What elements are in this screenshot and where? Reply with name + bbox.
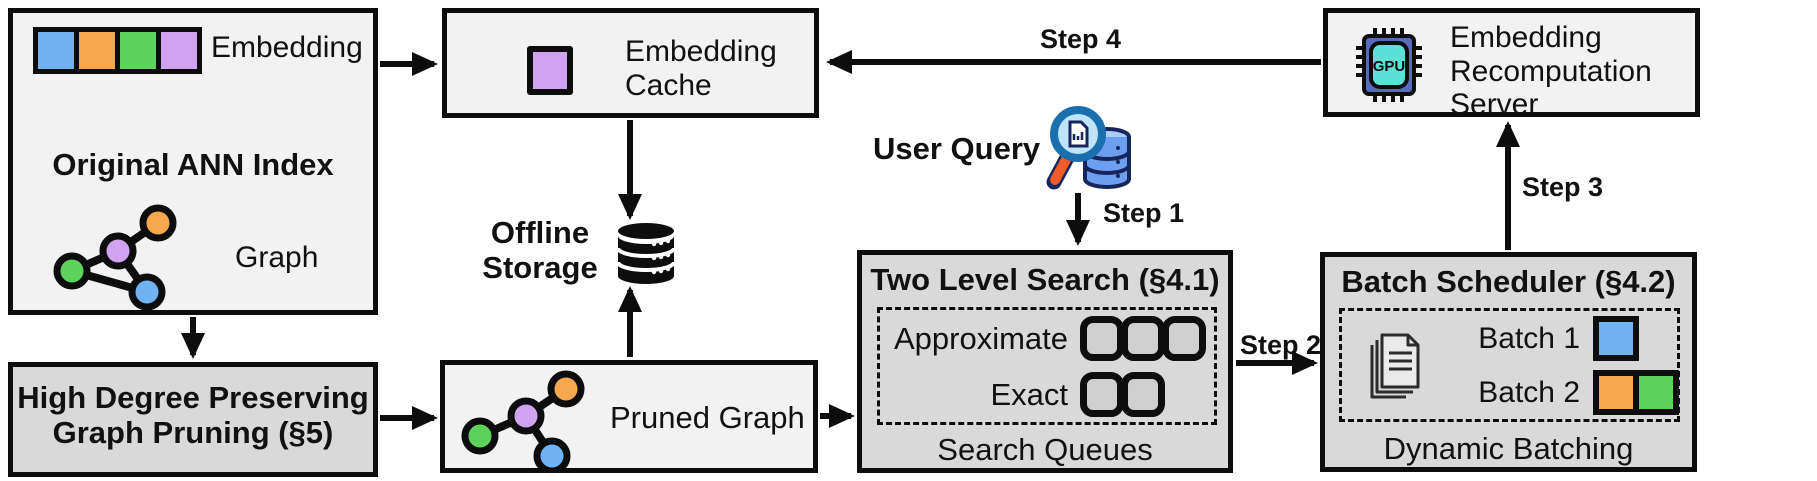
- queue-slot: [1080, 372, 1124, 417]
- batch-scheduler-title: Batch Scheduler (§4.2): [1341, 264, 1676, 299]
- two-level-search-title: Two Level Search (§4.1): [870, 262, 1220, 297]
- step3-label: Step 3: [1522, 172, 1604, 202]
- step4-label: Step 4: [1040, 24, 1122, 54]
- gpu-chip-icon: GPU: [1356, 28, 1422, 102]
- user-query-icon: [1046, 106, 1131, 190]
- exact-queue-slots: [1080, 372, 1165, 417]
- dynamic-batching-panel: Batch 1 Batch 2: [1339, 308, 1680, 422]
- embedding-cell-purple: [156, 27, 202, 74]
- batch-scheduler-box: Batch Scheduler (§4.2) Batch 1: [1320, 252, 1697, 472]
- queue-slot: [1121, 372, 1165, 417]
- pruned-graph-box: Pruned Graph: [440, 360, 818, 473]
- approximate-queue-row: Approximate: [888, 316, 1206, 361]
- queue-slot: [1080, 316, 1124, 361]
- embedding-cache-box: Embedding Cache: [442, 8, 819, 118]
- batch1-items: [1593, 316, 1639, 361]
- batch1-label: Batch 1: [1478, 321, 1580, 355]
- exact-label: Exact: [990, 376, 1068, 412]
- exact-queue-row: Exact: [888, 372, 1165, 417]
- approximate-queue-slots: [1080, 316, 1206, 361]
- search-queues-panel: Approximate Exact: [877, 307, 1217, 425]
- original-ann-index-title: Original ANN Index: [52, 147, 334, 182]
- batch1-row: Batch 1: [1450, 316, 1639, 361]
- queue-slot: [1162, 316, 1206, 361]
- user-query-label: User Query: [873, 131, 1041, 166]
- cached-embedding-icon: [527, 46, 573, 95]
- embedding-cell-orange: [74, 27, 120, 74]
- embedding-vector-icon: [33, 27, 202, 74]
- graph-icon: [53, 204, 177, 311]
- pruned-graph-icon: [461, 370, 585, 473]
- step1-label: Step 1: [1103, 198, 1185, 228]
- graph-pruning-box: High Degree Preserving Graph Pruning (§5…: [8, 362, 378, 477]
- query-documents-icon: [1370, 333, 1420, 399]
- two-level-search-box: Two Level Search (§4.1) Approximate Exac…: [857, 250, 1233, 473]
- offline-storage-icon: [616, 223, 676, 284]
- embedding-cache-title: Embedding Cache: [625, 35, 777, 102]
- queue-slot: [1121, 316, 1165, 361]
- embedding-cell-green: [115, 27, 161, 74]
- original-ann-index-box: Embedding Original ANN Index Graph: [8, 8, 378, 315]
- search-queues-caption: Search Queues: [937, 432, 1153, 467]
- step2-label: Step 2: [1240, 330, 1322, 360]
- embedding-label: Embedding: [211, 31, 363, 64]
- pruned-graph-title: Pruned Graph: [610, 400, 805, 435]
- batch2-row: Batch 2: [1450, 370, 1679, 415]
- offline-storage-label: Offline Storage: [482, 215, 598, 285]
- batch2-items: [1593, 370, 1679, 415]
- approximate-label: Approximate: [893, 320, 1068, 356]
- embedding-cell-blue: [33, 27, 79, 74]
- batch-item-blue: [1593, 316, 1639, 361]
- recomputation-server-title: Embedding Recomputation Server: [1450, 21, 1652, 122]
- graph-pruning-title: High Degree Preserving Graph Pruning (§5…: [17, 380, 369, 450]
- graph-label: Graph: [235, 241, 319, 274]
- gpu-label: GPU: [1373, 58, 1406, 75]
- batch2-label: Batch 2: [1478, 375, 1580, 409]
- dynamic-batching-caption: Dynamic Batching: [1383, 431, 1634, 466]
- batch-item-green: [1633, 370, 1679, 415]
- recomputation-server-box: GPU Embedding Recomputation Server: [1323, 8, 1700, 121]
